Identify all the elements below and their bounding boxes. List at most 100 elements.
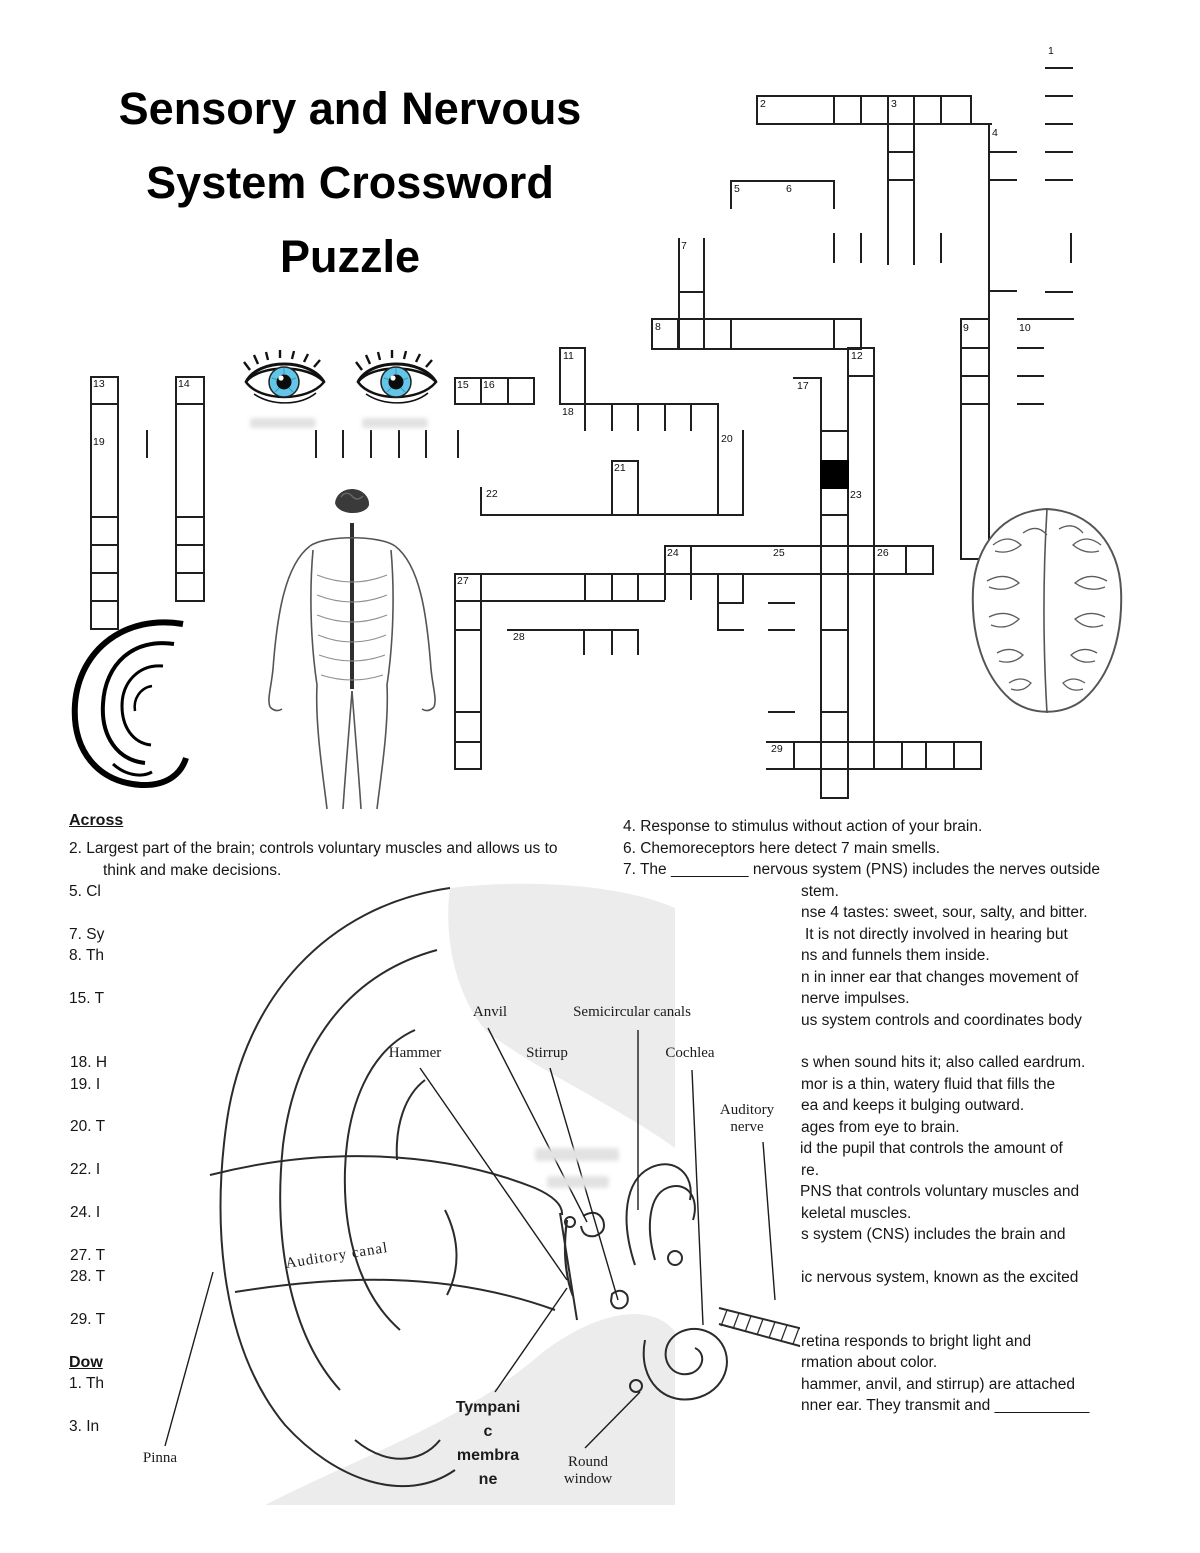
grid-line: [175, 376, 205, 378]
grid-number-26: 26: [877, 547, 889, 559]
grid-line: [960, 375, 988, 377]
grid-line: [90, 600, 119, 602]
grid-line: [637, 629, 639, 655]
grid-line: [940, 233, 942, 263]
grid-line: [175, 376, 177, 600]
grid-line: [90, 628, 119, 630]
grid-number-19: 19: [93, 436, 105, 448]
grid-line: [480, 377, 482, 405]
grid-number-29: 29: [771, 743, 783, 755]
grid-line: [717, 573, 719, 629]
grid-line: [507, 377, 509, 405]
grid-line: [960, 403, 988, 405]
grid-line: [117, 376, 119, 628]
grid-number-28: 28: [513, 631, 525, 643]
page-title: Sensory and Nervous System Crossword Puz…: [55, 72, 645, 294]
grid-line: [611, 460, 639, 462]
grid-line: [90, 572, 119, 574]
grid-line: [768, 602, 795, 604]
grid-line: [873, 347, 875, 741]
grid-line: [90, 516, 119, 518]
grid-line: [820, 514, 849, 516]
grid-line: [690, 545, 692, 573]
grid-line: [175, 516, 205, 518]
down-clue-line-15: re.: [801, 1162, 820, 1179]
across-clue-line-2: think and make decisions.: [103, 862, 282, 879]
across-clue-line-10: 22. I: [70, 1161, 101, 1178]
across-clue-line-3: 5. Cl: [69, 883, 101, 900]
grid-line: [833, 318, 835, 350]
grid-number-5: 5: [734, 183, 740, 195]
grid-line: [370, 430, 372, 458]
grid-number-23: 23: [850, 489, 862, 501]
grid-line: [940, 95, 942, 125]
grid-line: [203, 376, 205, 600]
grid-line: [480, 487, 482, 514]
grid-line: [611, 573, 613, 600]
grid-line: [678, 291, 705, 293]
grid-number-25: 25: [773, 547, 785, 559]
grid-line: [905, 545, 907, 573]
label-hammer: Hammer: [388, 1045, 442, 1061]
grid-line: [90, 544, 119, 546]
grid-number-7: 7: [681, 240, 687, 252]
ear-anatomy-diagram: Anvil Hammer Stirrup Semicircular canals…: [115, 880, 800, 1505]
grid-line: [887, 179, 915, 181]
across-clue-line-12: 27. T: [70, 1247, 106, 1264]
grid-line: [887, 95, 889, 265]
grid-line: [833, 95, 835, 125]
grid-line: [651, 318, 862, 320]
grid-line: [990, 179, 1017, 181]
grid-line: [175, 544, 205, 546]
grid-line: [730, 180, 835, 182]
grid-line: [717, 602, 744, 604]
down-clue-line-5: It is not directly involved in hearing b…: [805, 926, 1068, 943]
grid-line: [398, 430, 400, 458]
grid-line: [1017, 318, 1074, 320]
grid-line: [833, 233, 835, 263]
down-clue-line-3: stem.: [801, 883, 839, 900]
scan-artifact: [362, 418, 428, 428]
across-clue-line-5: 8. Th: [69, 947, 105, 964]
grid-line: [980, 741, 982, 770]
grid-line: [690, 573, 692, 600]
across-clue-line-9: 20. T: [70, 1118, 106, 1135]
grid-line: [584, 403, 586, 431]
grid-number-12: 12: [851, 350, 863, 362]
grid-line: [768, 711, 795, 713]
grid-line: [559, 347, 586, 349]
label-cochlea: Cochlea: [665, 1045, 715, 1061]
grid-line: [664, 403, 666, 431]
grid-line: [925, 741, 927, 770]
grid-line: [677, 318, 679, 350]
grid-line: [611, 629, 613, 655]
grid-line: [583, 629, 585, 655]
grid-number-20: 20: [721, 433, 733, 445]
label-tympanic-membrane: Tympani c membra ne: [455, 1399, 521, 1488]
grid-line: [454, 573, 898, 575]
down-clue-line-11: mor is a thin, watery fluid that fills t…: [801, 1076, 1056, 1093]
grid-line: [730, 318, 732, 350]
grid-number-2: 2: [760, 98, 766, 110]
title-line-2: System Crossword: [146, 157, 554, 208]
grid-line: [1045, 67, 1073, 69]
grid-line: [793, 377, 822, 379]
across-clue-line-6: 15. T: [69, 990, 105, 1007]
down-clue-line-6: ns and funnels them inside.: [801, 947, 990, 964]
grid-line: [454, 403, 535, 405]
grid-line: [717, 629, 744, 631]
down-clue-line-1: 6. Chemoreceptors here detect 7 main sme…: [623, 840, 941, 857]
down-clue-line-23: nner ear. They transmit and ___________: [801, 1397, 1090, 1414]
grid-line: [454, 600, 665, 602]
across-clue-heading: Across: [69, 812, 124, 829]
grid-line: [584, 347, 586, 405]
across-clue-line-1: 2. Largest part of the brain; controls v…: [69, 840, 558, 857]
grid-line: [847, 347, 849, 797]
grid-line: [932, 545, 934, 573]
grid-line: [1045, 95, 1073, 97]
grid-line: [637, 573, 639, 600]
grid-number-3: 3: [891, 98, 897, 110]
grid-line: [175, 403, 205, 405]
across-clue-line-17: 3. In: [69, 1418, 100, 1435]
